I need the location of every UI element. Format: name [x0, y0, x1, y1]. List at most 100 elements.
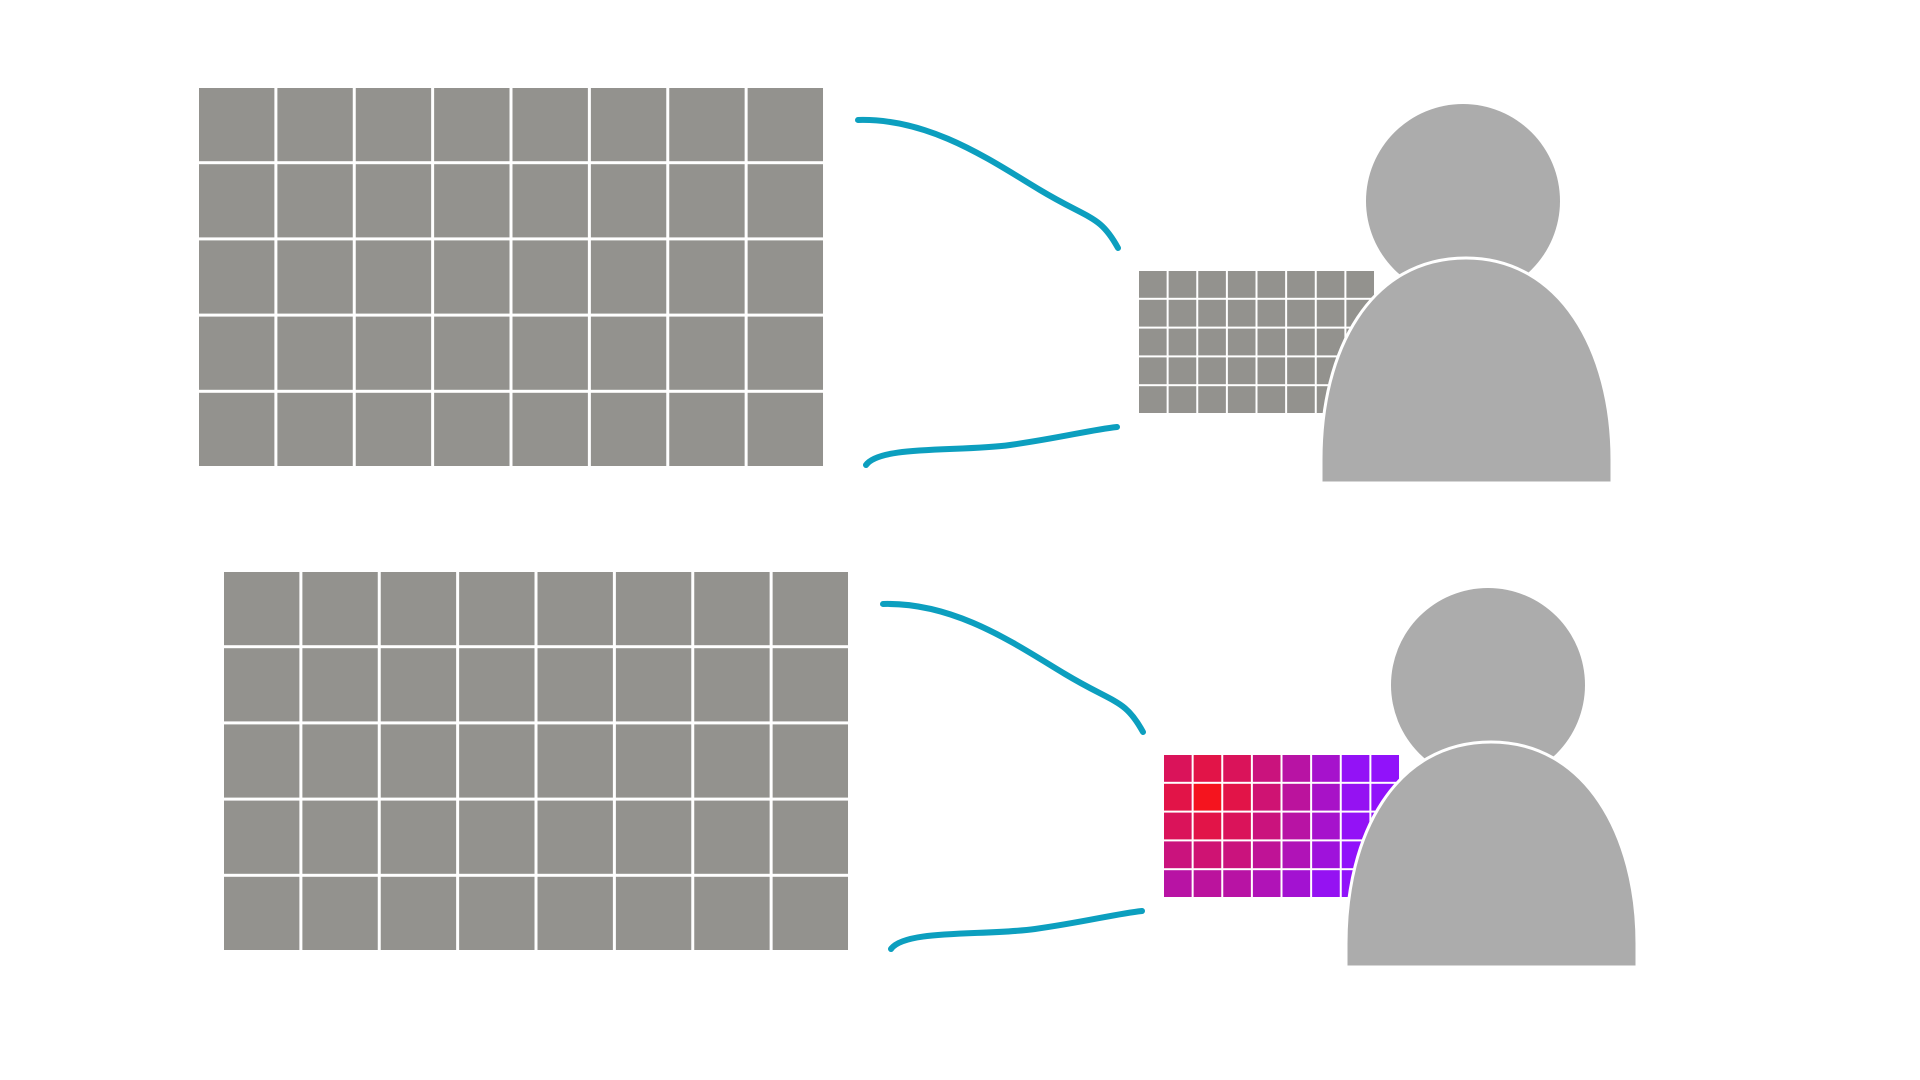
person-body — [1344, 740, 1639, 969]
large-grid-cell — [747, 164, 824, 238]
large-grid-cell — [694, 800, 770, 874]
large-grid-cell — [277, 88, 353, 162]
small-grid-cell — [1227, 357, 1256, 385]
small-grid-cell — [1139, 271, 1167, 298]
large-grid-cell — [224, 724, 300, 798]
panel-top — [199, 88, 1614, 485]
person-head — [1391, 588, 1585, 782]
person-body — [1319, 256, 1614, 485]
large-grid-cell — [615, 648, 692, 722]
large-grid-cell — [224, 648, 300, 722]
small-grid-cell — [1139, 328, 1167, 356]
large-grid-cell — [590, 88, 667, 162]
small-grid-cell — [1287, 386, 1315, 413]
small-grid-cell — [1223, 841, 1251, 869]
large-grid-cell — [355, 164, 432, 238]
small-grid-cell — [1193, 870, 1222, 897]
small-grid-cell — [1198, 386, 1226, 413]
large-grid-cell — [277, 392, 353, 466]
large-grid-cell — [434, 164, 510, 238]
small-grid-cell — [1341, 783, 1370, 811]
small-grid-cell — [1198, 299, 1226, 327]
large-grid-cell — [615, 724, 692, 798]
large-grid-cell — [512, 164, 588, 238]
large-grid-cell — [434, 392, 510, 466]
large-grid-cell — [590, 392, 667, 466]
large-grid-cell — [537, 724, 613, 798]
small-grid-cell — [1282, 841, 1311, 869]
person-head — [1366, 104, 1560, 298]
small-grid-cell — [1346, 271, 1375, 298]
small-grid-cell — [1168, 328, 1197, 356]
small-grid-cell — [1252, 870, 1281, 897]
large-grid-cell — [355, 88, 432, 162]
large-grid-cell — [434, 88, 510, 162]
panel-bottom — [224, 572, 1639, 969]
small-grid-cell — [1282, 812, 1311, 840]
small-grid — [1164, 755, 1400, 897]
small-grid-cell — [1227, 271, 1256, 298]
small-grid-cell — [1312, 812, 1340, 840]
small-grid-cell — [1223, 755, 1251, 782]
small-grid-cell — [1139, 357, 1167, 385]
large-grid-cell — [199, 316, 275, 390]
large-grid-cell — [302, 572, 378, 646]
small-grid-cell — [1168, 271, 1197, 298]
large-grid-cell — [669, 164, 745, 238]
large-grid-cell — [512, 392, 588, 466]
small-grid-cell — [1282, 755, 1311, 782]
small-grid-cell — [1223, 812, 1251, 840]
large-grid-cell — [537, 876, 613, 950]
large-grid-cell — [459, 876, 535, 950]
small-grid-cell — [1193, 755, 1222, 782]
large-grid-cell — [747, 240, 824, 314]
small-grid-cell — [1312, 783, 1340, 811]
small-grid-cell — [1341, 755, 1370, 782]
small-grid-cell — [1193, 783, 1222, 811]
large-grid-cell — [199, 392, 275, 466]
small-grid-cell — [1164, 755, 1192, 782]
large-grid-cell — [199, 88, 275, 162]
large-grid-cell — [277, 164, 353, 238]
large-grid-cell — [537, 800, 613, 874]
large-grid-cell — [459, 724, 535, 798]
small-grid-cell — [1316, 271, 1345, 298]
large-grid-cell — [590, 316, 667, 390]
large-grid-cell — [302, 876, 378, 950]
small-grid-cell — [1223, 783, 1251, 811]
small-grid-cell — [1193, 841, 1222, 869]
small-grid-cell — [1139, 386, 1167, 413]
large-grid-cell — [277, 316, 353, 390]
large-grid-cell — [224, 800, 300, 874]
small-grid-cell — [1139, 299, 1167, 327]
small-grid-cell — [1257, 386, 1286, 413]
large-grid-cell — [277, 240, 353, 314]
large-grid-cell — [199, 164, 275, 238]
large-grid-cell — [772, 648, 849, 722]
large-grid-cell — [747, 316, 824, 390]
large-grid-cell — [615, 572, 692, 646]
large-grid-cell — [537, 572, 613, 646]
large-grid-cell — [355, 392, 432, 466]
large-grid-cell — [512, 88, 588, 162]
connector-line-bottom — [888, 908, 1145, 952]
large-grid-cell — [694, 572, 770, 646]
large-grid-cell — [224, 572, 300, 646]
large-grid-cell — [747, 392, 824, 466]
large-grid-cell — [302, 648, 378, 722]
small-grid-cell — [1257, 328, 1286, 356]
small-grid-cell — [1312, 755, 1340, 782]
large-grid-cell — [772, 876, 849, 950]
large-grid-cell — [512, 240, 588, 314]
small-grid-cell — [1371, 755, 1400, 782]
large-grid-cell — [590, 164, 667, 238]
small-grid-cell — [1168, 386, 1197, 413]
small-grid-cell — [1316, 299, 1345, 327]
small-grid-cell — [1227, 299, 1256, 327]
connector-line-top — [880, 600, 1146, 735]
large-grid-cell — [512, 316, 588, 390]
large-grid-cell — [669, 88, 745, 162]
small-grid-cell — [1193, 812, 1222, 840]
small-grid-cell — [1164, 841, 1192, 869]
